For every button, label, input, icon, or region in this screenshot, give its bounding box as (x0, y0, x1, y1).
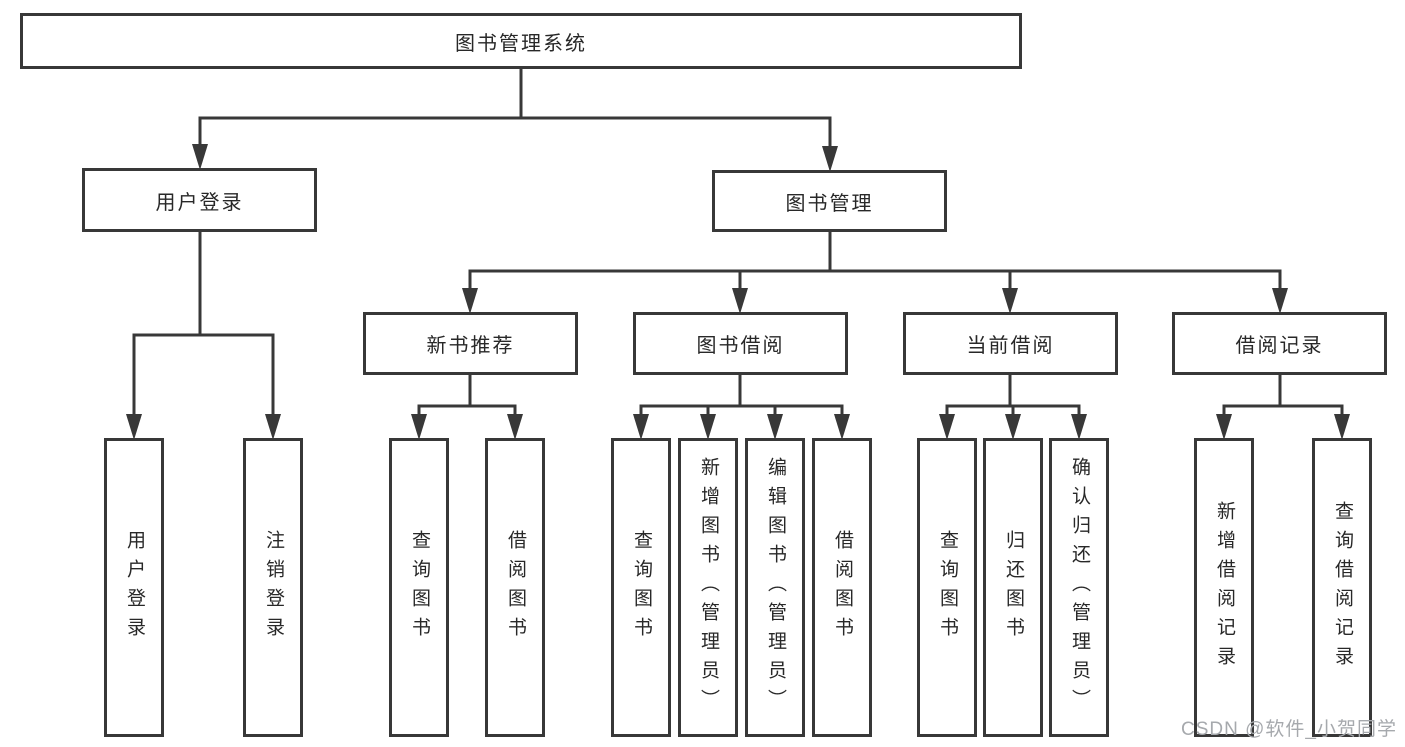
connector-root-to-level2 (192, 68, 838, 172)
connector-book-borrow-children (633, 373, 850, 440)
node-borrow-records: 借阅记录 (1172, 312, 1387, 375)
connector-book-management-children (462, 230, 1288, 314)
connector-borrow-records-children (1216, 373, 1350, 440)
leaf-query-borrow-record: 查询借阅记录 (1312, 438, 1372, 737)
leaf-newrec-query-book: 查询图书 (389, 438, 449, 737)
leaf-add-borrow-record: 新增借阅记录 (1194, 438, 1254, 737)
leaf-current-query-book: 查询图书 (917, 438, 977, 737)
leaf-add-book-admin: 新增图书（管理员） (678, 438, 738, 737)
node-book-management: 图书管理 (712, 170, 947, 232)
leaf-user-login: 用户登录 (104, 438, 164, 737)
leaf-borrow-book: 借阅图书 (812, 438, 872, 737)
leaf-borrow-query-book: 查询图书 (611, 438, 671, 737)
node-current-borrow: 当前借阅 (903, 312, 1118, 375)
leaf-return-book: 归还图书 (983, 438, 1043, 737)
watermark: CSDN @软件_小贺同学 (1181, 719, 1397, 740)
node-book-borrow: 图书借阅 (633, 312, 848, 375)
node-user-login: 用户登录 (82, 168, 317, 232)
leaf-newrec-borrow-book: 借阅图书 (485, 438, 545, 737)
leaf-edit-book-admin: 编辑图书（管理员） (745, 438, 805, 737)
connector-user-login-children (126, 230, 281, 440)
connector-current-borrow-children (939, 373, 1087, 440)
connector-new-book-recommend-children (411, 373, 523, 440)
node-library-management-system: 图书管理系统 (20, 13, 1022, 69)
leaf-logout: 注销登录 (243, 438, 303, 737)
node-new-book-recommend: 新书推荐 (363, 312, 578, 375)
leaf-confirm-return-admin: 确认归还（管理员） (1049, 438, 1109, 737)
